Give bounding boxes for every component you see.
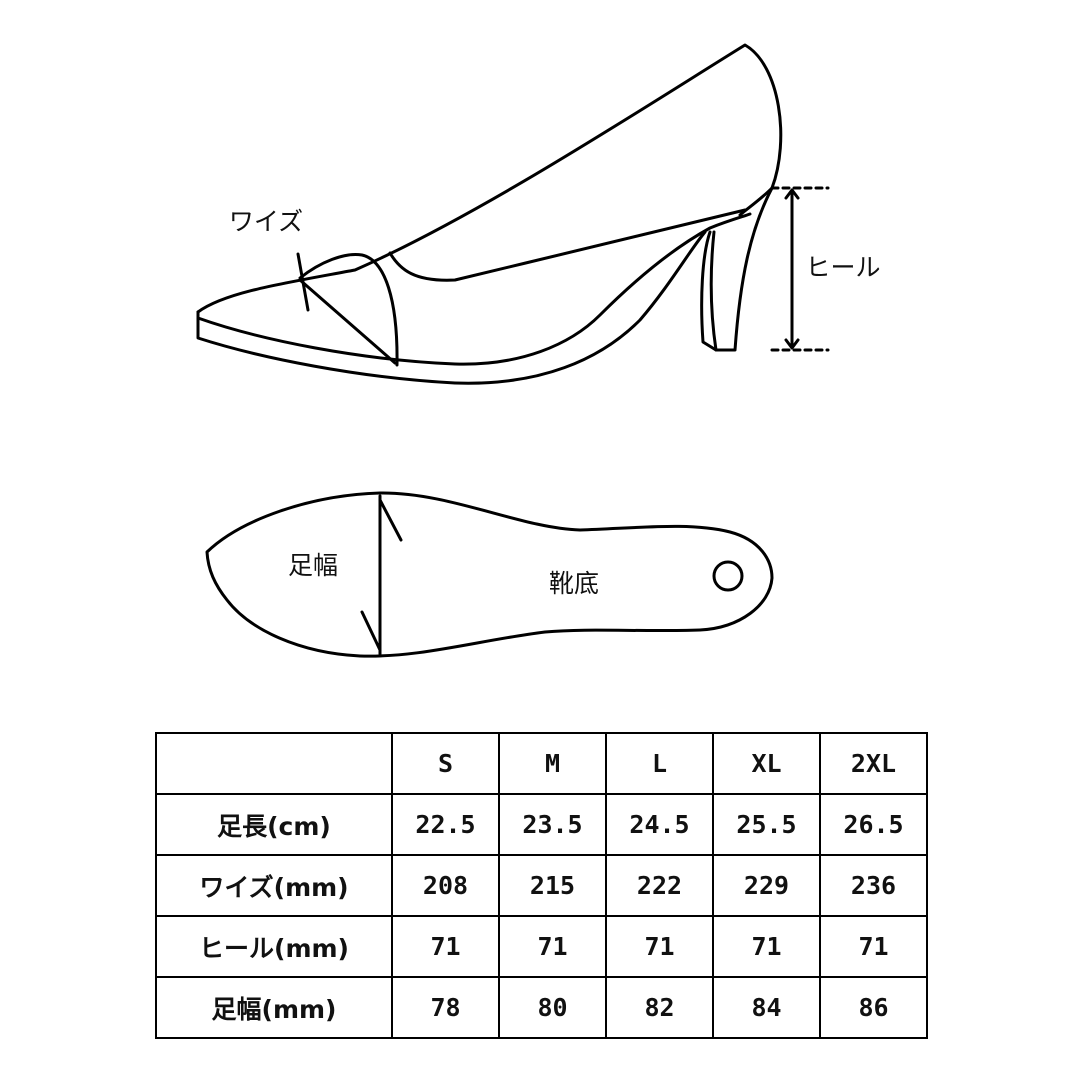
column-header-s: S — [391, 732, 500, 795]
table-cell: 71 — [712, 915, 821, 978]
shoe-toe-cap — [298, 252, 399, 367]
foot-width-arrow-bottom — [360, 610, 382, 652]
column-header-xl: XL — [712, 732, 821, 795]
table-row: 足幅(mm) 78 80 82 84 86 — [155, 976, 928, 1039]
shoe-sole-side — [196, 230, 707, 385]
shoe-topline — [388, 208, 747, 282]
table-cell: 26.5 — [819, 793, 928, 856]
shoe-side-view — [196, 43, 830, 385]
width-measure-tick — [296, 252, 310, 312]
table-header-row: S M L XL 2XL — [155, 732, 928, 795]
shoe-heel — [700, 186, 774, 352]
row-header-foot-length: 足長(cm) — [155, 793, 393, 856]
table-cell: 82 — [605, 976, 714, 1039]
table-cell: 229 — [712, 854, 821, 917]
column-header-2xl: 2XL — [819, 732, 928, 795]
table-corner-cell — [155, 732, 393, 795]
heel-dimension-line — [784, 188, 800, 350]
column-header-m: M — [498, 732, 607, 795]
size-table: S M L XL 2XL 足長(cm) 22.5 23.5 24.5 25.5 … — [155, 732, 928, 1039]
table-cell: 208 — [391, 854, 500, 917]
table-cell: 71 — [498, 915, 607, 978]
table-cell: 71 — [605, 915, 714, 978]
foot-width-arrow-top — [378, 498, 403, 542]
heel-label: ヒール — [805, 253, 880, 282]
table-cell: 24.5 — [605, 793, 714, 856]
row-header-width: ワイズ(mm) — [155, 854, 393, 917]
width-label: ワイズ — [229, 207, 303, 236]
table-cell: 86 — [819, 976, 928, 1039]
row-header-heel: ヒール(mm) — [155, 915, 393, 978]
shoe-heel-cup — [738, 186, 774, 217]
sole-top-view — [205, 491, 774, 658]
shoe-upper-outline — [196, 43, 783, 314]
sole-hole — [712, 560, 744, 592]
sole-label: 靴底 — [549, 569, 599, 598]
table-cell: 25.5 — [712, 793, 821, 856]
table-cell: 22.5 — [391, 793, 500, 856]
table-cell: 215 — [498, 854, 607, 917]
table-cell: 84 — [712, 976, 821, 1039]
table-row: ワイズ(mm) 208 215 222 229 236 — [155, 854, 928, 917]
shoe-heel-inner — [709, 230, 718, 352]
foot-width-label: 足幅 — [288, 551, 338, 580]
table-cell: 80 — [498, 976, 607, 1039]
table-cell: 236 — [819, 854, 928, 917]
column-header-l: L — [605, 732, 714, 795]
width-measure-line — [298, 278, 397, 365]
table-cell: 78 — [391, 976, 500, 1039]
table-cell: 71 — [391, 915, 500, 978]
row-header-foot-width: 足幅(mm) — [155, 976, 393, 1039]
table-row: 足長(cm) 22.5 23.5 24.5 25.5 26.5 — [155, 793, 928, 856]
table-cell: 222 — [605, 854, 714, 917]
shoe-sole-top — [196, 212, 752, 366]
table-cell: 23.5 — [498, 793, 607, 856]
table-row: ヒール(mm) 71 71 71 71 71 — [155, 915, 928, 978]
shoe-diagram: ワイズ ヒール 足幅 靴底 — [196, 43, 881, 658]
table-cell: 71 — [819, 915, 928, 978]
sole-outline — [205, 491, 774, 658]
